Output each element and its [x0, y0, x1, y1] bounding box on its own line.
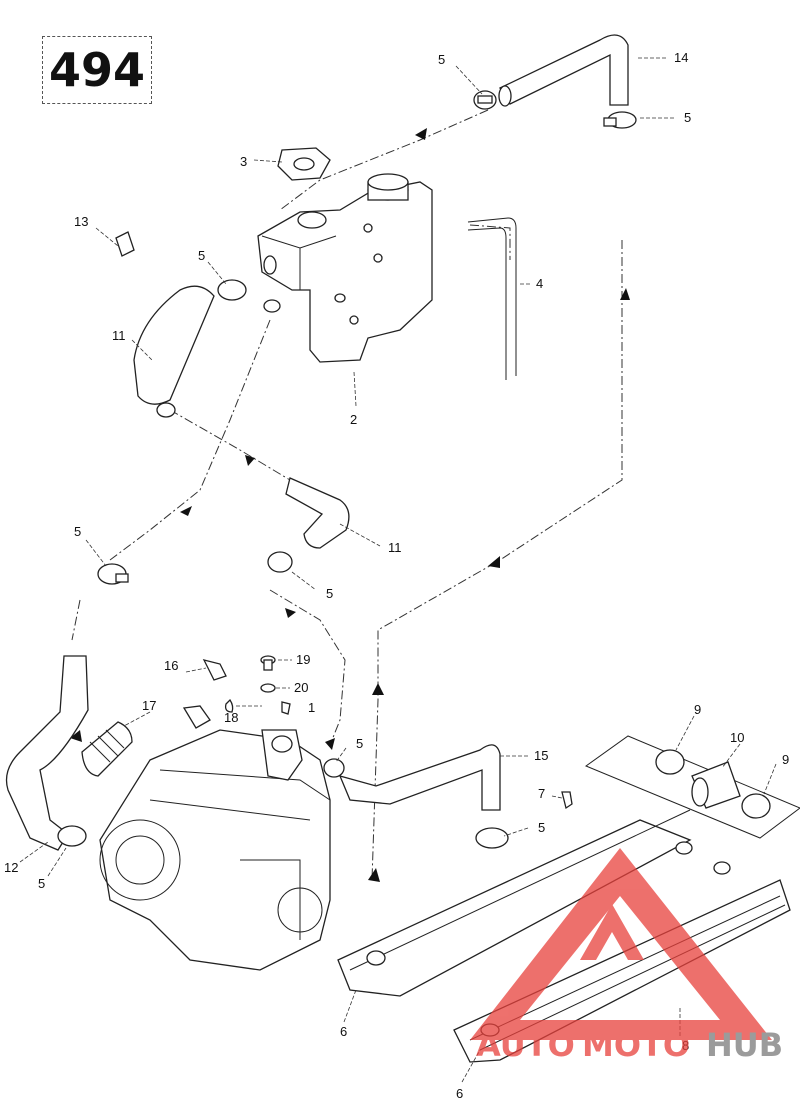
- hose-clamp-9a: [655, 749, 685, 775]
- temperature-sensor-16: [202, 659, 227, 681]
- connector-plate: [584, 735, 800, 839]
- leader-lines: [19, 57, 777, 1083]
- reservoir-cap: [277, 147, 331, 181]
- thermostat-housing: [182, 705, 303, 781]
- watermark-text-hub: HUB: [706, 1026, 783, 1064]
- part-7-small: [561, 791, 573, 810]
- callout-17: 17: [142, 698, 156, 713]
- callout-12: 12: [4, 860, 18, 875]
- callout-5: 5: [326, 586, 333, 601]
- hose-14: [498, 34, 629, 107]
- hose-12: [5, 655, 89, 851]
- callout-3: 3: [240, 154, 247, 169]
- overflow-tube: [467, 217, 517, 380]
- callout-16: 16: [164, 658, 178, 673]
- hose-clamp: [57, 825, 87, 847]
- callout-5: 5: [438, 52, 445, 67]
- automotohub-watermark: AUTO MOTO HUB: [470, 848, 783, 1064]
- callout-8: 8: [682, 1038, 689, 1053]
- callout-14: 14: [674, 50, 688, 65]
- corrugated-hose-17: [81, 721, 133, 777]
- drop-18: [224, 698, 234, 713]
- hose-clamp: [323, 758, 345, 778]
- hose-11-upper: [133, 285, 215, 418]
- coolant-reservoir: [257, 173, 433, 363]
- hose-clamp: [603, 111, 637, 129]
- callout-6: 6: [340, 1024, 347, 1039]
- flow-arrow: [285, 608, 296, 618]
- callout-19: 19: [296, 652, 310, 667]
- callout-6: 6: [456, 1086, 463, 1101]
- hose-clamp: [217, 279, 247, 301]
- flow-arrow: [620, 288, 630, 300]
- flow-arrow: [415, 128, 427, 140]
- coolant-flow-lines: [71, 109, 623, 906]
- page-number-box: 494: [42, 36, 152, 104]
- callout-20: 20: [294, 680, 308, 695]
- callout-11: 11: [112, 328, 126, 343]
- watermark-text-moto: MOTO: [582, 1026, 690, 1064]
- heat-exchanger-upper: [337, 809, 693, 997]
- callout-15: 15: [534, 748, 548, 763]
- flow-arrow: [368, 868, 380, 882]
- callout-5: 5: [684, 110, 691, 125]
- flow-arrow: [180, 506, 192, 516]
- callout-5: 5: [356, 736, 363, 751]
- callout-7: 7: [538, 786, 545, 801]
- coupling-hose-10: [691, 761, 741, 809]
- callout-4: 4: [536, 276, 543, 291]
- callout-10: 10: [730, 730, 744, 745]
- callout-9: 9: [782, 752, 789, 767]
- hose-clamp: [473, 90, 497, 110]
- callout-labels: 5 14 5 3 13 5 4 11 2 11 5 5 16 19 20 18 …: [4, 50, 789, 1101]
- callout-11: 11: [388, 540, 402, 555]
- callout-5: 5: [74, 524, 81, 539]
- hose-clamp: [97, 563, 129, 585]
- hose-11-lower: [285, 477, 350, 549]
- hose-clamp: [475, 827, 509, 849]
- bleeder-screw-19: [260, 655, 276, 671]
- watermark-triangle-logo: [470, 848, 772, 1040]
- flow-arrow: [70, 730, 82, 742]
- hose-clamp: [267, 551, 293, 573]
- flow-arrow: [325, 738, 335, 750]
- hose-clamp-9b: [741, 793, 771, 819]
- hose-15: [338, 744, 501, 811]
- callout-18: 18: [224, 710, 238, 725]
- part-1-small: [281, 701, 291, 715]
- clip-13: [115, 231, 135, 257]
- callout-13: 13: [74, 214, 88, 229]
- watermark-text-auto: AUTO: [476, 1026, 575, 1064]
- flow-arrow: [245, 455, 255, 466]
- callout-5: 5: [538, 820, 545, 835]
- flow-arrow: [488, 556, 500, 568]
- o-ring-20: [260, 683, 276, 693]
- callout-5: 5: [198, 248, 205, 263]
- callout-9: 9: [694, 702, 701, 717]
- flow-arrow: [372, 683, 384, 695]
- callout-1: 1: [308, 700, 315, 715]
- callout-2: 2: [350, 412, 357, 427]
- callout-5: 5: [38, 876, 45, 891]
